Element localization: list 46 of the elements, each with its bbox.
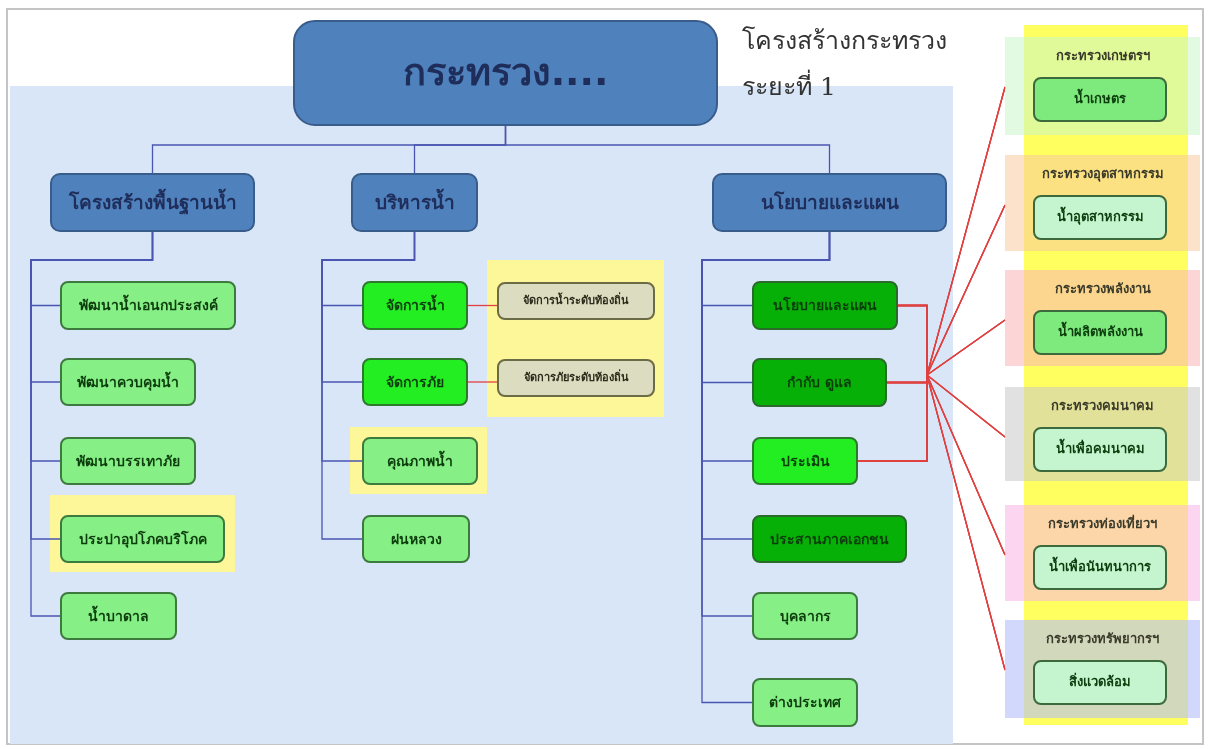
connector-line	[467, 381, 498, 383]
band-heading: กระทรวงอุตสาหกรรม	[1040, 165, 1165, 184]
connector-line	[467, 304, 498, 307]
root-box: กระทรวง....	[293, 20, 718, 126]
ministry-band	[1005, 155, 1200, 251]
unit-box: ต่างประเทศ	[752, 678, 858, 727]
division-box: บริหารน้ำ	[351, 173, 478, 232]
local-box: จัดการภัยระดับท้องถิ่น	[497, 359, 655, 397]
water-use-box: น้ำเพื่อคมนาคม	[1033, 427, 1167, 472]
unit-box: ฝนหลวง	[362, 515, 470, 563]
ministry-band	[1005, 387, 1200, 481]
water-use-box: น้ำผลิตพลังงาน	[1033, 310, 1167, 355]
unit-box: ประสานภาคเอกชน	[752, 515, 907, 563]
ministry-band	[1005, 270, 1200, 366]
division-box: โครงสร้างพื้นฐานน้ำ	[50, 173, 255, 232]
ministry-band	[1005, 620, 1200, 718]
unit-box: นโยบายและแผน	[752, 281, 898, 330]
band-heading: กระทรวงคมนาคม	[1050, 397, 1155, 415]
connector-line	[701, 231, 831, 704]
unit-box: พัฒนาบรรเทาภัย	[60, 437, 196, 485]
water-use-box: น้ำเกษตร	[1033, 77, 1167, 122]
unit-box: น้ำบาดาล	[60, 592, 177, 640]
unit-box: กำกับ ดูแล	[752, 358, 887, 407]
local-box: จัดการน้ำระดับท้องถิ่น	[497, 282, 655, 320]
unit-box: ประปาอุปโภคบริโภค	[60, 515, 225, 563]
connector-line	[30, 231, 154, 617]
title: โครงสร้างกระทรวง ระยะที่ 1	[742, 25, 948, 103]
unit-box: พัฒนาควบคุมน้ำ	[60, 358, 196, 406]
water-use-box: สิ่งแวดล้อม	[1033, 660, 1167, 705]
division-box: นโยบายและแผน	[712, 173, 947, 232]
water-use-box: น้ำอุตสาหกรรม	[1033, 195, 1167, 240]
water-use-box: น้ำเพื่อนันทนาการ	[1033, 545, 1167, 590]
ministry-band	[1005, 37, 1200, 135]
unit-box: บุคลากร	[752, 592, 858, 640]
band-heading: กระทรวงเกษตรฯ	[1054, 47, 1151, 65]
unit-box: พัฒนาน้ำเอนกประสงค์	[60, 281, 236, 330]
unit-box: คุณภาพน้ำ	[362, 437, 478, 485]
connector-line	[504, 125, 831, 174]
band-heading: กระทรวงท่องเที่ยวฯ	[1047, 513, 1158, 533]
ministry-band	[1005, 505, 1200, 601]
unit-box: จัดการภัย	[362, 358, 468, 406]
band-heading: กระทรวงทรัพยากรฯ	[1045, 630, 1160, 648]
connector-line	[321, 231, 416, 540]
unit-box: ประเมิน	[752, 437, 858, 485]
unit-box: จัดการน้ำ	[362, 281, 468, 330]
band-heading: กระทรวงพลังงาน	[1053, 280, 1152, 298]
